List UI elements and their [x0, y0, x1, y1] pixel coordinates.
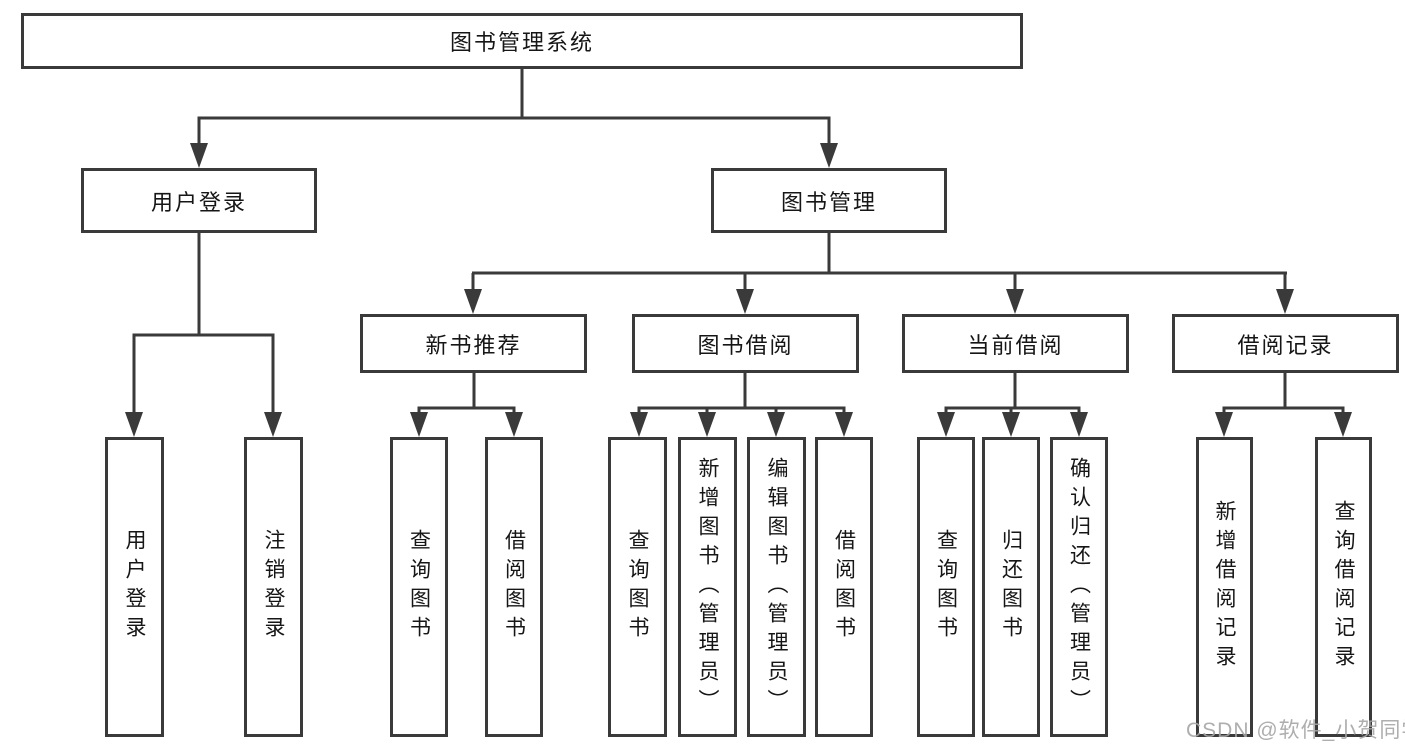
node-label: 借阅图书 [832, 529, 856, 645]
node-label: 图书借阅 [697, 332, 794, 358]
leaf-add-borrow-record: 新增借阅记录 [1196, 437, 1253, 737]
node-label: 查询图书 [934, 529, 958, 645]
node-label: 图书管理 [780, 189, 877, 215]
node-label: 用户登录 [150, 189, 247, 215]
leaf-edit-book-admin: 编辑图书（管理员） [747, 437, 806, 737]
leaf-recommend-query-books: 查询图书 [390, 437, 448, 737]
arrowheads [125, 143, 1352, 437]
node-label: 新增图书（管理员） [696, 456, 719, 718]
leaf-borrow-query-books: 查询图书 [608, 437, 667, 737]
node-label: 图书管理系统 [449, 30, 594, 55]
node-label: 确认归还（管理员） [1067, 456, 1091, 718]
leaf-confirm-return-admin: 确认归还（管理员） [1050, 437, 1108, 737]
leaf-logout: 注销登录 [244, 437, 303, 737]
node-book-management: 图书管理 [711, 168, 947, 233]
node-label: 借阅记录 [1237, 332, 1334, 358]
leaf-user-login: 用户登录 [105, 437, 164, 737]
node-label: 归还图书 [999, 529, 1023, 645]
node-book-borrow: 图书借阅 [632, 314, 859, 373]
leaf-add-book-admin: 新增图书（管理员） [678, 437, 737, 737]
node-label: 借阅图书 [502, 529, 526, 645]
node-label: 查询借阅记录 [1332, 500, 1355, 674]
csdn-watermark: CSDN @软件_小贺同学 [1186, 719, 1405, 742]
node-label: 查询图书 [626, 529, 649, 645]
node-label: 编辑图书（管理员） [765, 456, 788, 718]
node-user-login: 用户登录 [81, 168, 317, 233]
leaf-return-books: 归还图书 [982, 437, 1040, 737]
leaf-recommend-borrow-books: 借阅图书 [485, 437, 543, 737]
node-label: 用户登录 [123, 529, 146, 645]
node-new-book-recommend: 新书推荐 [360, 314, 587, 373]
node-label: 当前借阅 [967, 332, 1064, 358]
node-label: 注销登录 [262, 529, 285, 645]
node-library-management-system: 图书管理系统 [21, 13, 1023, 69]
node-label: 查询图书 [407, 529, 431, 645]
leaf-borrow-books: 借阅图书 [815, 437, 873, 737]
node-current-borrow: 当前借阅 [902, 314, 1129, 373]
leaf-current-query-books: 查询图书 [917, 437, 975, 737]
node-label: 新增借阅记录 [1213, 500, 1236, 674]
node-borrow-records: 借阅记录 [1172, 314, 1399, 373]
leaf-query-borrow-record: 查询借阅记录 [1315, 437, 1372, 737]
node-label: 新书推荐 [425, 332, 522, 358]
